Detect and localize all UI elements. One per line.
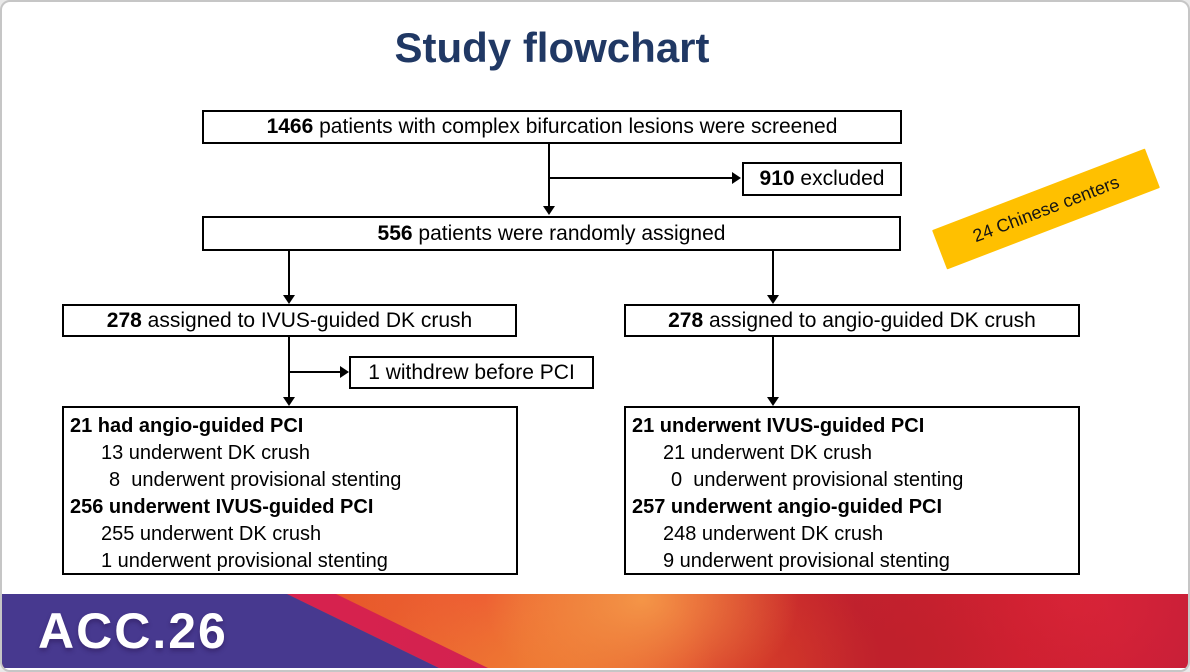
centers-badge-label: 24 Chinese centers xyxy=(969,171,1122,246)
left-outcome-line: 1 underwent provisional stenting xyxy=(101,550,388,572)
left-outcome-line: 255 underwent DK crush xyxy=(101,523,322,545)
left-outcome-line: 21 had angio-guided PCI xyxy=(70,415,304,437)
arrowhead-right-withdrew xyxy=(340,366,349,378)
connector-left-outcome xyxy=(288,337,290,398)
right-assigned-count: 278 xyxy=(668,308,704,332)
arrowhead-down-left-outcome xyxy=(283,397,295,406)
screened-count: 1466 xyxy=(266,115,314,138)
arrowhead-down-right-arm xyxy=(767,295,779,304)
footer-band: ACC.26 xyxy=(2,594,1188,668)
arrowhead-down-left-arm xyxy=(283,295,295,304)
right-outcome-line: 257 underwent angio-guided PCI xyxy=(632,496,943,518)
box-screened: 1466 patients with complex bifurcation l… xyxy=(202,110,902,144)
excluded-count: 910 xyxy=(759,167,795,190)
left-assigned-count: 278 xyxy=(106,308,142,332)
connector-screened-randomized xyxy=(548,144,550,208)
page-title: Study flowchart xyxy=(394,24,710,71)
left-outcome-line: 13 underwent DK crush xyxy=(101,442,311,464)
centers-badge: 24 Chinese centers xyxy=(932,148,1160,270)
acc-26-logo: ACC.26 xyxy=(38,603,228,659)
connector-right-outcome xyxy=(772,337,774,398)
right-outcome-line: 9 underwent provisional stenting xyxy=(663,550,950,572)
arrowhead-down-randomized xyxy=(543,206,555,215)
arrowhead-right-excluded xyxy=(732,172,741,184)
right-outcome-line: 248 underwent DK crush xyxy=(663,523,884,545)
right-outcome-line: 21 underwent DK crush xyxy=(663,442,873,464)
left-outcome-line: 8 underwent provisional stenting xyxy=(109,469,402,491)
withdrew-text: 1 withdrew before PCI xyxy=(368,360,575,384)
right-assigned-text: assigned to angio-guided DK crush xyxy=(703,308,1036,332)
right-outcome-line: 21 underwent IVUS-guided PCI xyxy=(632,415,925,437)
connector-excluded xyxy=(548,177,732,179)
connector-withdrew xyxy=(288,371,340,373)
box-excluded: 910 excluded xyxy=(742,162,902,196)
box-left-assigned: 278 assigned to IVUS-guided DK crush xyxy=(62,304,517,337)
box-right-outcome: 21 underwent IVUS-guided PCI 21 underwen… xyxy=(624,406,1080,575)
screened-text: patients with complex bifurcation lesion… xyxy=(313,115,838,138)
randomized-text: patients were randomly assigned xyxy=(412,221,726,245)
connector-right-arm xyxy=(772,251,774,296)
box-withdrew: 1 withdrew before PCI xyxy=(349,356,594,389)
right-outcome-line: 0 underwent provisional stenting xyxy=(671,469,964,491)
left-outcome-line: 256 underwent IVUS-guided PCI xyxy=(70,496,374,518)
arrowhead-down-right-outcome xyxy=(767,397,779,406)
box-right-assigned: 278 assigned to angio-guided DK crush xyxy=(624,304,1080,337)
excluded-text: excluded xyxy=(794,167,885,190)
randomized-count: 556 xyxy=(377,221,413,245)
connector-left-arm xyxy=(288,251,290,296)
left-assigned-text: assigned to IVUS-guided DK crush xyxy=(141,308,473,332)
box-left-outcome: 21 had angio-guided PCI 13 underwent DK … xyxy=(62,406,518,575)
box-randomized: 556 patients were randomly assigned xyxy=(202,216,901,251)
